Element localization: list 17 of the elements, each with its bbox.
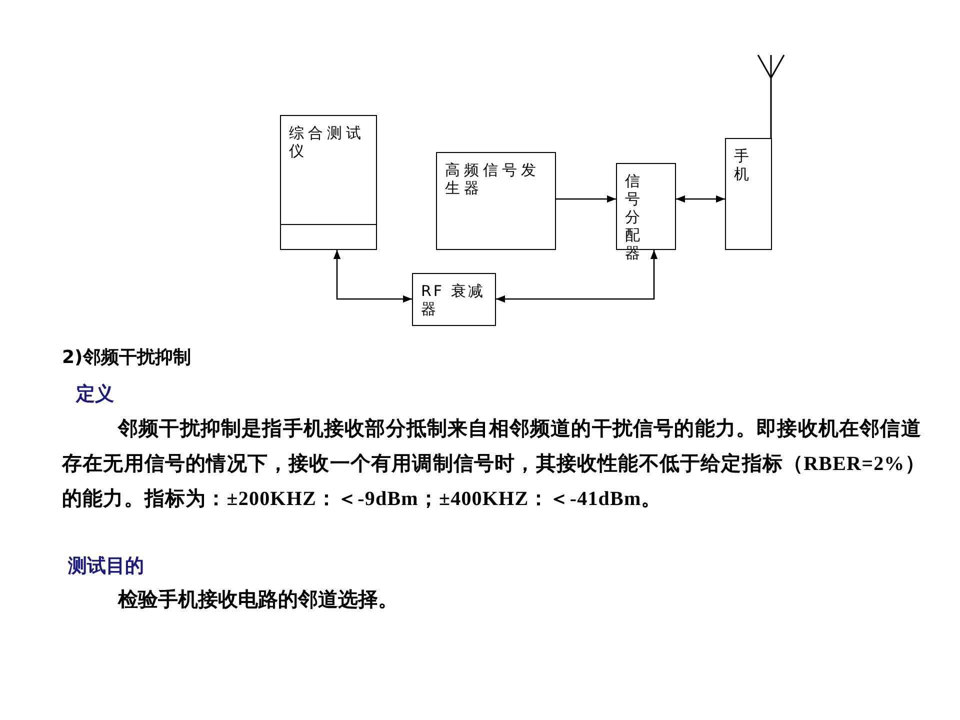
- purpose-text: 检验手机接收电路的邻道选择。: [118, 588, 399, 613]
- arrow: [556, 195, 616, 203]
- arrow: [676, 195, 725, 203]
- node-label: 手机: [734, 147, 754, 183]
- attenuator-box: [412, 273, 496, 326]
- definition-paragraph: 邻频干扰抑制是指手机接收部分抵制来自相邻频道的干扰信号的能力。即接收机在邻信道存在无用信号的情况下，接收一个有用调制信号时，其接收性能不低于给定指标（RBER=2%）的能力。指标为：±200KHZ：＜-9dBm；±400KHZ：＜-41dBm。: [62, 416, 926, 512]
- generator-box: [436, 152, 556, 250]
- subheading: 测试目的: [68, 554, 145, 579]
- arrow: [496, 250, 658, 303]
- phone-box: [725, 138, 772, 250]
- node-label: 综合测试仪: [289, 124, 366, 160]
- subheading: 定义: [76, 382, 115, 407]
- node-label: RF 衰减器: [421, 282, 486, 318]
- node-label: 高频信号发生器: [445, 161, 541, 197]
- arrow: [333, 250, 412, 303]
- tester-box: [280, 115, 377, 250]
- section-heading: 2)邻频干扰抑制: [62, 346, 192, 370]
